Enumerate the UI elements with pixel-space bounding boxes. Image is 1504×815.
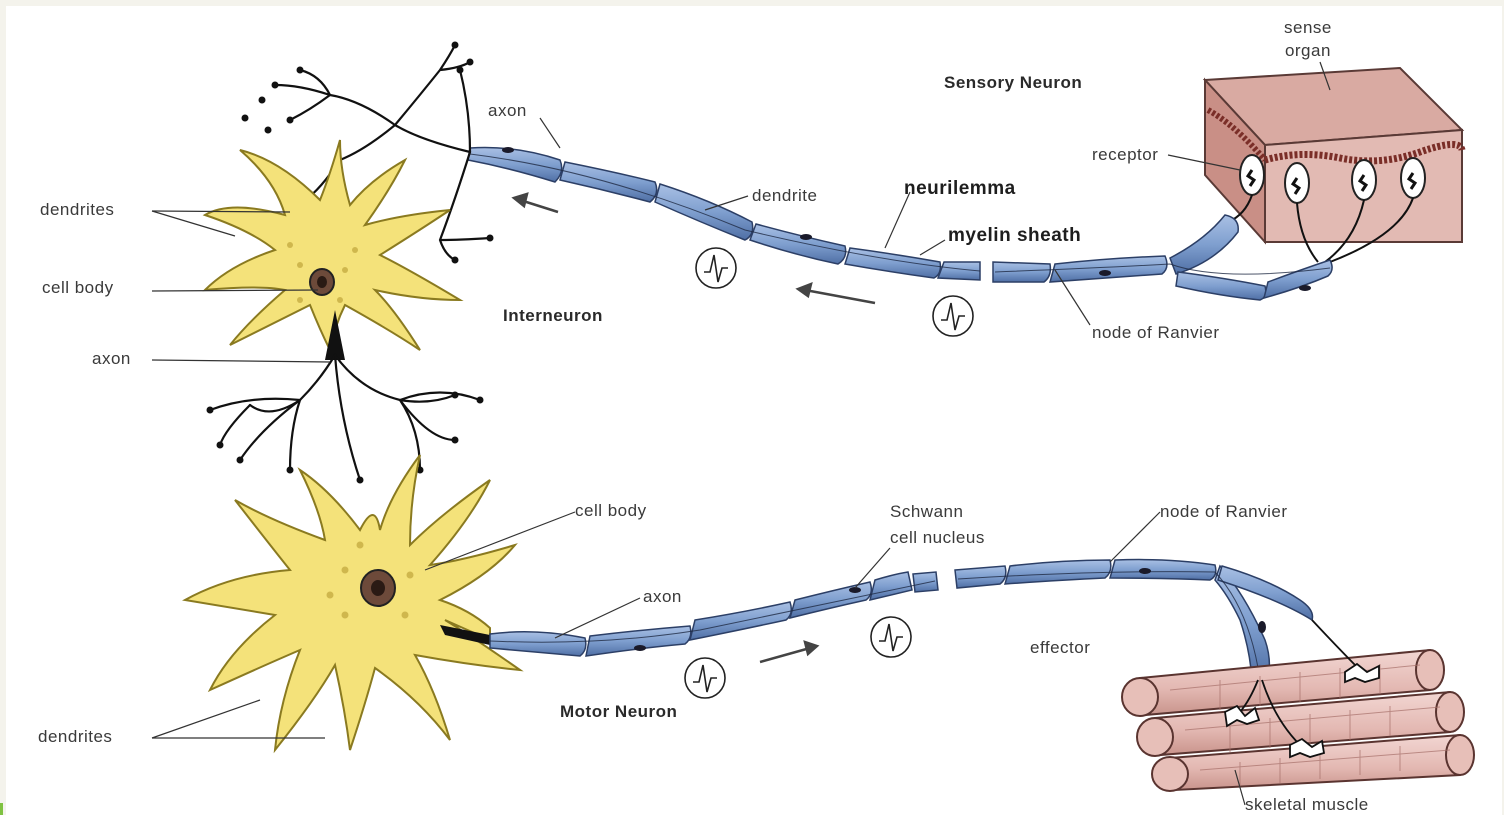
label-node-of-ranvier-motor: node of Ranvier [1160,502,1288,522]
label-sense-organ: sense organ [1284,16,1332,62]
sensory-axon [468,148,1332,301]
corner-accent [0,803,3,815]
label-cell-body-motor: cell body [575,501,647,521]
motor-neuron-cell-body [185,455,520,750]
label-axon-interneuron: axon [92,349,131,369]
label-myelin-sheath: myelin sheath [948,226,1081,246]
label-skeletal-muscle: skeletal muscle [1245,795,1369,815]
label-receptor: receptor [1092,145,1158,165]
label-neurilemma: neurilemma [904,179,1016,199]
label-sensory-neuron: Sensory Neuron [944,73,1082,93]
label-schwann-cell-nucleus: Schwann cell nucleus [890,499,985,551]
label-motor-neuron: Motor Neuron [560,702,677,722]
label-axon-sensory: axon [488,101,527,121]
interneuron-axon-terminals [210,355,480,480]
label-dendrites-interneuron: dendrites [40,200,114,220]
skeletal-muscle-bundle [1122,650,1474,791]
label-interneuron: Interneuron [503,306,603,326]
label-node-of-ranvier-sensory: node of Ranvier [1092,323,1220,343]
interneuron-cell-body [205,140,460,360]
label-cell-body-interneuron: cell body [42,278,114,298]
direction-arrow-icon [514,194,875,662]
label-dendrite: dendrite [752,186,817,206]
label-axon-motor: axon [643,587,682,607]
label-dendrites-motor: dendrites [38,727,112,747]
sense-organ-block [1205,68,1462,262]
label-effector: effector [1030,638,1090,658]
